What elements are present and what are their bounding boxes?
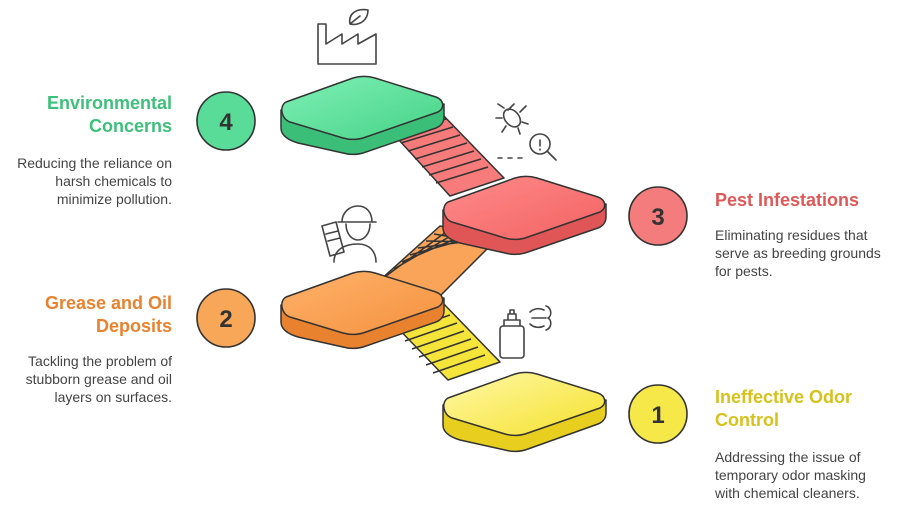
step-4-desc-line-2: harsh chemicals to [55, 173, 172, 189]
badge-3: 3 [628, 186, 688, 246]
step-4-title-line-2: Concerns [88, 116, 172, 136]
eco-factory-icon [317, 8, 377, 65]
worker-icon [321, 205, 377, 263]
bug-search-icon [495, 103, 557, 161]
badge-2: 2 [196, 288, 256, 348]
step-4-description: Reducing the reliance on harsh chemicals… [0, 154, 172, 208]
badge-1-number: 1 [651, 402, 664, 429]
step-3-desc-line-1: Eliminating residues that [715, 227, 868, 243]
step-1-desc-line-2: temporary odor masking [715, 467, 866, 483]
step-2-title-line-1: Grease and Oil [44, 293, 172, 313]
step-4-desc-line-1: Reducing the reliance on [17, 155, 172, 171]
badge-4: 4 [196, 91, 256, 151]
step-3-title: Pest Infestations [715, 189, 900, 212]
step-2-desc-line-2: stubborn grease and oil [25, 371, 172, 387]
step-3-desc-line-2: serve as breeding grounds [715, 245, 881, 261]
step-4-desc-line-3: minimize pollution. [56, 191, 172, 207]
step-2-title-line-2: Deposits [95, 316, 172, 336]
step-4-title-line-1: Environmental [46, 93, 172, 113]
step-1-title-line-1: Ineffective Odor [715, 387, 853, 407]
badge-3-number: 3 [651, 204, 664, 231]
step-1-desc-line-1: Addressing the issue of [715, 449, 861, 465]
step-2-desc-line-3: layers on surfaces. [54, 389, 173, 405]
step-2-title: Grease and Oil Deposits [10, 292, 172, 338]
step-3-description: Eliminating residues that serve as breed… [715, 226, 903, 280]
step-1-desc-line-3: with chemical cleaners. [715, 485, 860, 501]
step-1-description: Addressing the issue of temporary odor m… [715, 448, 903, 502]
step-1-title: Ineffective Odor Control [715, 386, 900, 432]
step-2-description: Tackling the problem of stubborn grease … [0, 352, 172, 406]
step-4-title: Environmental Concerns [10, 92, 172, 138]
landing-3 [442, 175, 607, 256]
badge-4-number: 4 [219, 109, 233, 136]
step-3-desc-line-3: for pests. [715, 263, 773, 279]
landing-4 [280, 75, 445, 156]
landing-2 [280, 270, 445, 350]
badge-2-number: 2 [219, 306, 232, 333]
landing-1 [442, 371, 607, 453]
step-1-title-line-2: Control [715, 410, 779, 430]
step-3-title-line-1: Pest Infestations [715, 190, 860, 210]
step-2-desc-line-1: Tackling the problem of [28, 353, 172, 369]
badge-1: 1 [628, 384, 688, 444]
spray-bottle-icon [499, 305, 552, 359]
